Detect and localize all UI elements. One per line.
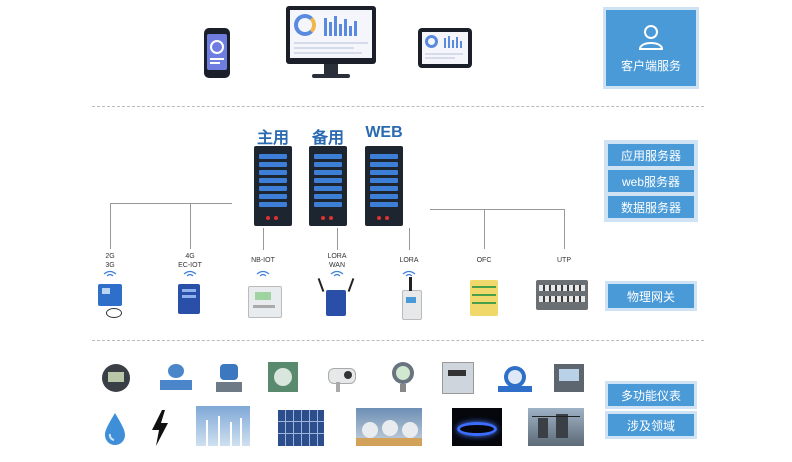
divider-bottom	[92, 340, 704, 341]
gateway-4g-device	[178, 284, 200, 314]
connector-drop-lora	[409, 228, 410, 250]
gas-tank-image	[356, 408, 422, 446]
wifi-icon	[103, 270, 117, 277]
gas-flame-image	[452, 408, 502, 446]
gas-meter-icon	[440, 362, 476, 394]
gateway-label-ofc: OFC	[476, 257, 492, 264]
app-server-label: 应用服务器	[620, 148, 681, 163]
data-server-box: 数据服务器	[608, 196, 694, 218]
connector-drop-nbiot	[263, 228, 264, 250]
water-drop-icon	[105, 413, 125, 445]
app-server-box: 应用服务器	[608, 144, 694, 166]
gateway-ofc-device	[470, 280, 498, 316]
server-label-backup: 备用	[311, 130, 344, 147]
gateway-2g3g-device	[98, 284, 122, 318]
client-service-label: 客户端服务	[620, 58, 681, 73]
user-icon	[638, 24, 664, 50]
connector-right-drop-2	[564, 209, 565, 249]
energy-meter-icon	[266, 362, 302, 394]
water-meter-icon	[498, 364, 534, 396]
substation-image	[528, 408, 584, 446]
server-rack-primary	[254, 146, 292, 226]
power-meter-icon	[98, 364, 134, 396]
connector-left-drop-1	[110, 203, 111, 249]
server-rack-backup	[309, 146, 347, 226]
server-label-web: WEB	[365, 124, 403, 141]
gateway-utp-device	[536, 280, 588, 310]
wifi-icon	[256, 270, 270, 277]
gateway-lorawan-device	[317, 278, 355, 316]
solar-panel-image	[278, 410, 324, 446]
connector-drop-lorawan	[337, 228, 338, 250]
multifunction-meter-label: 多功能仪表	[620, 388, 681, 403]
gateway-nbiot-device	[248, 286, 282, 318]
web-server-label: web服务器	[621, 174, 680, 189]
web-server-box: web服务器	[608, 170, 694, 192]
connector-right-horizontal	[430, 209, 564, 210]
wifi-icon	[183, 270, 197, 277]
multifunction-meter-box: 多功能仪表	[608, 384, 694, 406]
wifi-icon	[330, 270, 344, 277]
smartphone-icon	[204, 28, 230, 78]
connector-left-drop-2	[190, 203, 191, 249]
gateway-lora-device	[402, 277, 422, 320]
server-label-primary: 主用	[256, 130, 289, 147]
panel-meter-icon	[552, 364, 588, 396]
gateway-label-nbiot: NB-IOT	[251, 257, 275, 264]
camera-icon	[326, 364, 362, 396]
physical-gateway-box: 物理网关	[608, 284, 694, 308]
data-server-label: 数据服务器	[620, 200, 681, 215]
application-domains-label: 涉及领域	[626, 418, 675, 433]
application-domains-box: 涉及领域	[608, 414, 694, 436]
wifi-icon	[402, 270, 416, 277]
client-service-box: 客户端服务	[606, 10, 696, 86]
server-rack-web	[365, 146, 403, 226]
divider-top	[92, 106, 704, 107]
connector-left-horizontal	[110, 203, 232, 204]
gateway-label-lora: LORA	[399, 257, 419, 264]
flow-meter-icon	[158, 364, 194, 396]
lightning-icon	[152, 410, 168, 446]
wind-turbine-image	[196, 406, 250, 446]
pressure-transmitter-icon	[212, 364, 248, 396]
tablet-icon	[418, 28, 472, 68]
monitor-icon	[286, 6, 376, 82]
gateway-label-utp: UTP	[557, 257, 571, 264]
connector-right-drop-1	[484, 209, 485, 249]
server-service-group: 应用服务器 web服务器 数据服务器	[604, 140, 698, 222]
physical-gateway-label: 物理网关	[626, 289, 675, 304]
pressure-gauge-icon	[384, 362, 420, 394]
